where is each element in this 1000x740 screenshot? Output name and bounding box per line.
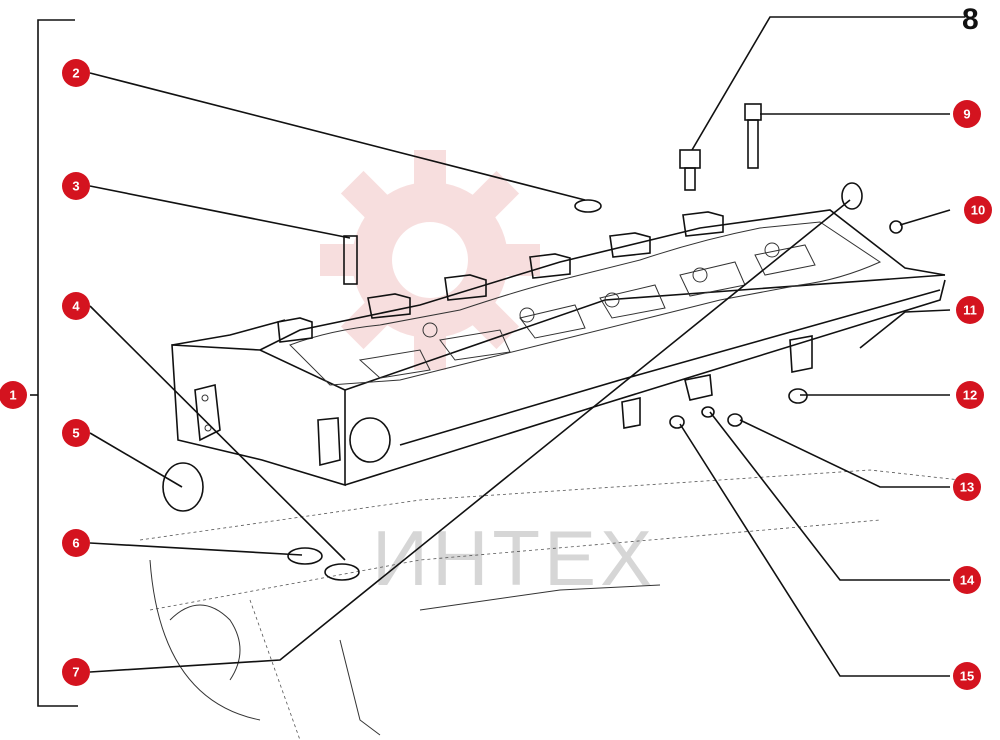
callout-1-marker — [0, 381, 27, 409]
callout-2-marker — [62, 59, 90, 87]
callout-15-label: 15 — [960, 669, 974, 684]
callout-11: 11 — [956, 296, 984, 324]
rocker-bosses — [277, 211, 724, 343]
callout-3-marker — [62, 172, 90, 200]
callout-14: 14 — [953, 566, 981, 594]
cylinder-head — [171, 209, 946, 487]
callout-12-label: 12 — [963, 388, 977, 403]
callout-12-marker — [956, 381, 984, 409]
valve-ports — [358, 242, 816, 379]
watermark-text: ИНТЕХ — [372, 514, 656, 602]
part-10-ball — [889, 220, 903, 234]
callout-6-label: 6 — [72, 536, 79, 551]
callout-11-marker — [956, 296, 984, 324]
leader-lines — [30, 16, 965, 677]
callout-10: 10 — [964, 196, 992, 224]
part-3-dowel — [343, 235, 358, 285]
callout-15: 15 — [953, 662, 981, 690]
part-2-plug — [574, 199, 602, 213]
callout-5: 5 — [62, 419, 90, 447]
callout-6-marker — [62, 529, 90, 557]
callout-14-label: 14 — [960, 573, 975, 588]
part-13-bolt — [727, 413, 743, 427]
callout-5-marker — [62, 419, 90, 447]
callout-7-marker — [62, 658, 90, 686]
part-9-bolt — [744, 103, 762, 169]
callout-13-marker — [953, 473, 981, 501]
part-8-bolt — [679, 149, 701, 191]
callout-11-label: 11 — [963, 303, 977, 318]
part-7-washer — [841, 182, 863, 210]
part-6-sleeves — [287, 547, 360, 581]
callout-15-marker — [953, 662, 981, 690]
callout-3: 3 — [62, 172, 90, 200]
callout-1-label: 1 — [9, 388, 16, 403]
callout-3-label: 3 — [72, 179, 79, 194]
callout-9-label: 9 — [963, 107, 970, 122]
callout-13-label: 13 — [960, 480, 974, 495]
callout-10-marker — [964, 196, 992, 224]
callout-14-marker — [953, 566, 981, 594]
callout-7: 7 — [62, 658, 90, 686]
callout-4: 4 — [62, 292, 90, 320]
callout-5-label: 5 — [72, 426, 79, 441]
callout-7-label: 7 — [72, 665, 79, 680]
callout-4-marker — [62, 292, 90, 320]
callout-9-marker — [953, 100, 981, 128]
part-15-plug — [669, 415, 685, 429]
part-14-washer — [701, 406, 715, 418]
callout-6: 6 — [62, 529, 90, 557]
callout-10-label: 10 — [971, 203, 985, 218]
watermark-logo — [320, 150, 540, 370]
assembly-bracket — [37, 19, 78, 707]
callout-8-label: 8 — [962, 3, 979, 36]
engine-block-outline — [139, 469, 961, 740]
callout-12: 12 — [956, 381, 984, 409]
part-5-plug — [162, 462, 204, 512]
callout-9: 9 — [953, 100, 981, 128]
callout-1: 1 — [0, 381, 27, 409]
callout-2: 2 — [62, 59, 90, 87]
callout-2-label: 2 — [72, 66, 79, 81]
part-12-bolt — [788, 388, 808, 404]
callout-13: 13 — [953, 473, 981, 501]
callout-4-label: 4 — [72, 299, 80, 314]
